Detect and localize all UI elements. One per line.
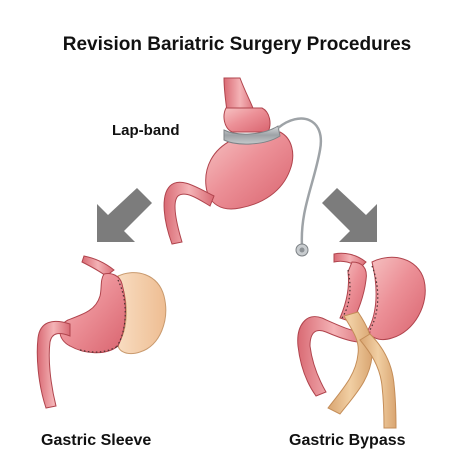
label-gastric-bypass: Gastric Bypass (289, 432, 406, 449)
bypass-common-channel (359, 333, 397, 429)
gastric-sleeve-stomach (36, 255, 167, 409)
sleeve-esophagus (81, 255, 115, 277)
sleeve-remnant (117, 272, 167, 355)
bypass-pouch (339, 261, 367, 323)
gastric-bypass-stomach (297, 252, 426, 429)
lap-band-stomach-body (205, 131, 294, 210)
sleeve-duodenum (36, 320, 71, 409)
bypass-remnant-stomach (367, 256, 426, 341)
bypass-biliary-limb (297, 316, 371, 397)
lap-band-pouch (223, 107, 271, 133)
arrow-down-left-icon (97, 188, 152, 242)
figure-title: Revision Bariatric Surgery Procedures (62, 34, 412, 55)
lap-band-tubing (277, 117, 323, 247)
lap-band-ring (223, 125, 281, 145)
lap-band-stomach (163, 77, 323, 257)
label-lap-band: Lap-band (112, 122, 180, 139)
sleeve-stomach-body (59, 273, 126, 354)
label-gastric-sleeve: Gastric Sleeve (41, 432, 152, 449)
arrow-down-right-icon (322, 188, 377, 242)
sleeve-staple-line (115, 279, 126, 349)
lap-band-duodenum (163, 181, 215, 245)
